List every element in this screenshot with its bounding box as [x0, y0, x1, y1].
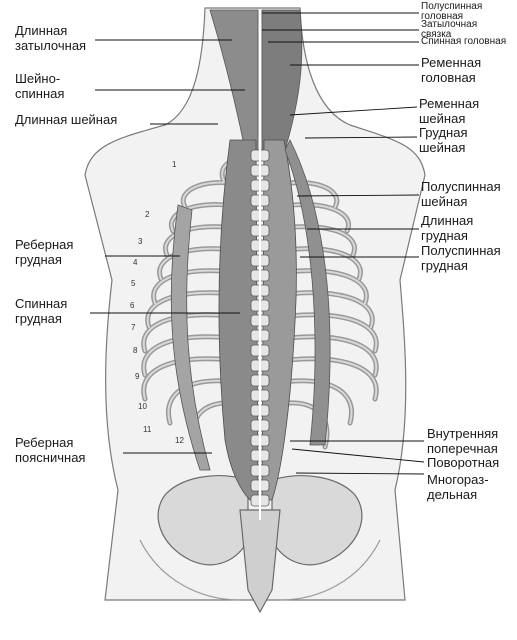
sacrum: [239, 509, 281, 614]
rib-number: 6: [130, 301, 135, 310]
rib-number: 3: [138, 237, 143, 246]
label-remennaya-sheynaya: Ременная шейная: [419, 96, 480, 126]
label-vnutrennyaya-poperechnaya: Внутренняя поперечная: [427, 426, 499, 456]
label-spinnaya-grudnaya: Спинная грудная: [15, 296, 68, 326]
buttock-right: [279, 539, 381, 601]
pelvis-right: [271, 475, 363, 566]
rib-number: 11: [143, 425, 152, 434]
label-poluspinnaya-golovnaya: Полуспинная головная: [421, 1, 483, 22]
label-dlinnaya-grudnaya: Длинная грудная: [421, 213, 474, 243]
buttock-left: [139, 539, 241, 601]
label-poluspinnaya-sheynaya: Полуспинная шейная: [421, 179, 501, 209]
label-rebernaya-grudnaya: Реберная грудная: [15, 237, 74, 267]
label-grudnaya-sheynaya: Грудная шейная: [419, 125, 468, 155]
label-mnogorazdelnaya: Многораз- дельная: [427, 472, 489, 502]
erector-right: [261, 139, 297, 501]
rib-number: 1: [172, 160, 177, 169]
label-remennaya-golovnaya: Ременная головная: [421, 55, 482, 85]
rib-number: 2: [145, 210, 150, 219]
label-povorotnaya: Поворотная: [427, 455, 500, 470]
pelvis-left: [157, 475, 249, 566]
label-rebernaya-poyasnichnaya: Реберная поясничная: [15, 435, 86, 465]
rib-number: 12: [175, 436, 184, 445]
leader-lines: [90, 12, 425, 475]
muscle-right-lateral: [284, 139, 331, 446]
rib-number: 8: [133, 346, 138, 355]
label-zatylochnaya-svyazka: Затылочная связка: [421, 19, 478, 40]
rib-number: 9: [135, 372, 140, 381]
label-spinnaya-golovnaya: Спинная головная: [421, 36, 507, 47]
rib-number: 7: [131, 323, 136, 332]
label-sheyno-spinnaya: Шейно- спинная: [15, 71, 65, 101]
iliocostalis-left: [170, 204, 211, 471]
rib-number: 10: [138, 402, 147, 411]
rib-number: 4: [133, 258, 138, 267]
label-dlinnaya-sheynaya: Длинная шейная: [15, 112, 118, 127]
rib-number: 5: [131, 279, 136, 288]
label-dlinnaya-zatylochnaya: Длинная затылочная: [15, 23, 87, 53]
erector-left: [218, 139, 259, 501]
label-poluspinnaya-grudnaya: Полуспинная грудная: [421, 243, 501, 273]
